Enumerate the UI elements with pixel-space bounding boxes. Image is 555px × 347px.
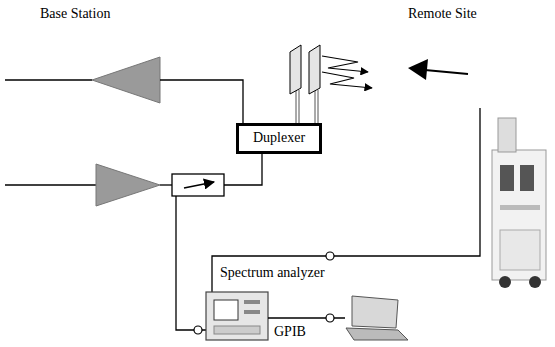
analyzer-knob <box>244 300 260 304</box>
attenuator-symbol <box>194 326 202 334</box>
amplifier-symbol <box>96 164 160 206</box>
incoming-arrowhead <box>408 59 428 80</box>
wire <box>176 196 206 330</box>
attenuator-symbol <box>326 252 334 260</box>
isolator-arrow <box>184 182 214 188</box>
wire <box>5 184 96 185</box>
van-stripe <box>500 205 540 210</box>
analyzer-knob <box>244 310 260 314</box>
radio-wave-arrow <box>322 72 372 88</box>
analyzer-panel <box>214 326 260 334</box>
wire <box>5 79 92 80</box>
laptop-screen <box>352 296 398 328</box>
connector-symbol <box>326 314 334 322</box>
van-mast <box>498 118 516 152</box>
radio-wave-arrow <box>322 56 368 72</box>
section-heading: Base Station <box>40 6 110 23</box>
wire <box>212 108 480 292</box>
antenna-panel <box>290 45 301 94</box>
antenna-panel <box>309 45 320 94</box>
isolator-symbol <box>172 174 224 196</box>
spectrum-analyzer-device <box>206 292 268 340</box>
bus-label: GPIB <box>272 324 308 341</box>
van-wheel <box>499 276 511 288</box>
analyzer-screen <box>214 300 238 320</box>
van-wheel <box>529 276 541 288</box>
van-window <box>500 165 514 191</box>
section-heading: Remote Site <box>408 6 477 23</box>
van-door <box>500 230 540 270</box>
instrument-label: Spectrum analyzer <box>220 265 325 282</box>
laptop-keyboard <box>346 328 408 340</box>
van-window <box>520 165 534 191</box>
amplifier-symbol <box>92 57 160 103</box>
wire <box>160 184 172 185</box>
duplexer-box: Duplexer <box>236 123 322 154</box>
incoming-arrow <box>425 70 468 74</box>
box-label: Duplexer <box>253 130 305 147</box>
van-body <box>492 150 546 280</box>
wire <box>160 80 243 135</box>
